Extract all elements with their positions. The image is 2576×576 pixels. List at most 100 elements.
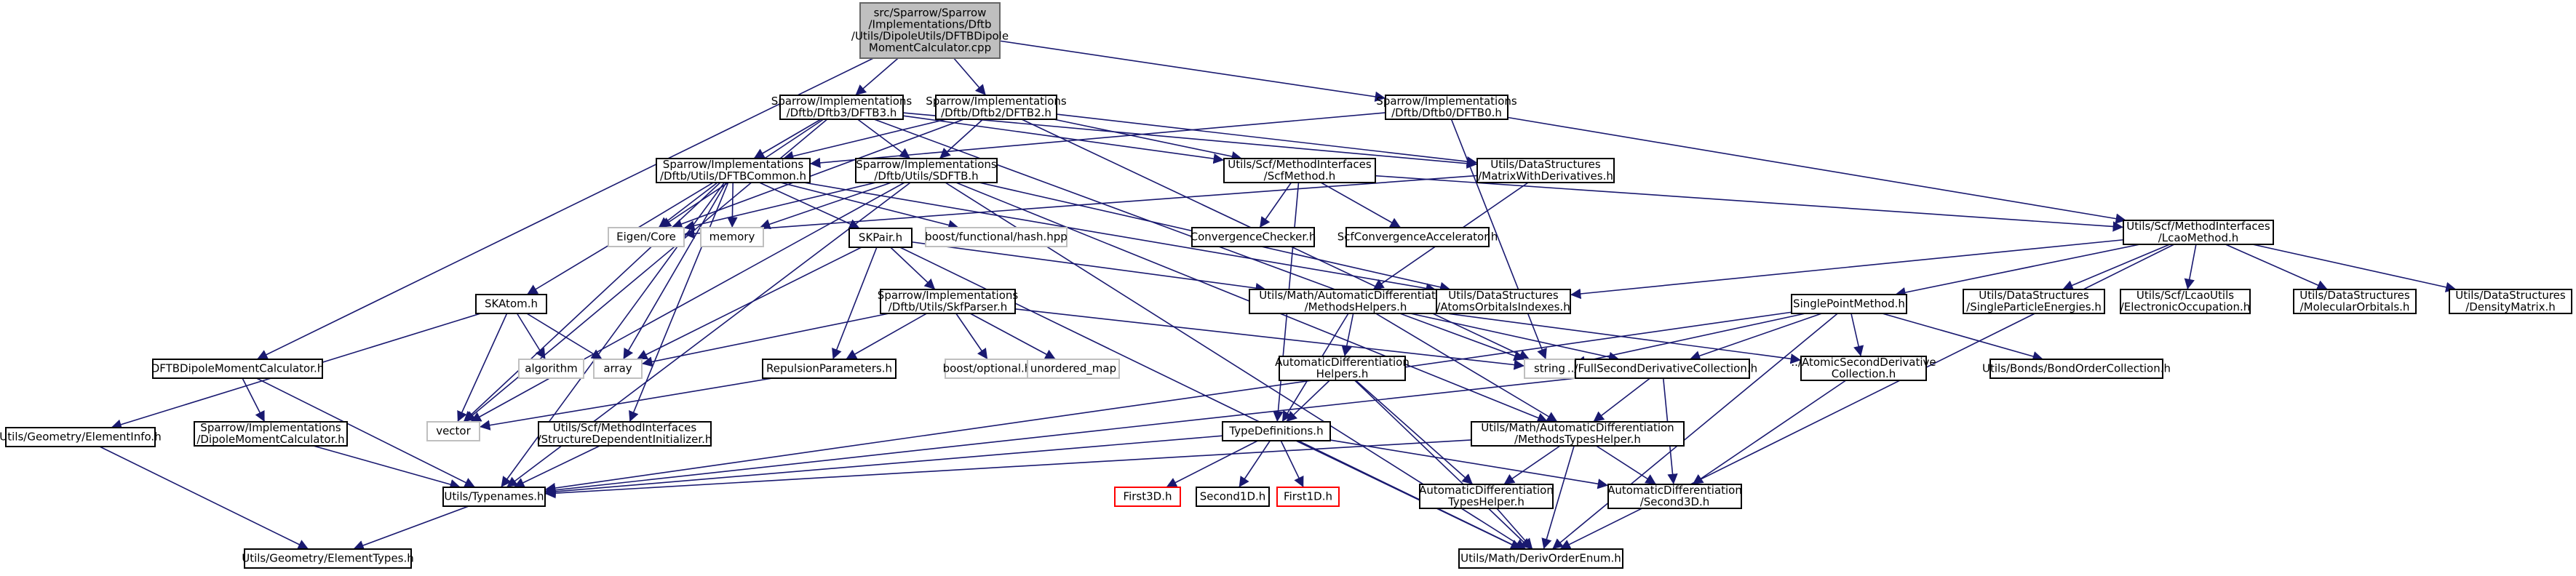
node-dftb3[interactable]: Sparrow/Implementations/Dftb/Dftb3/DFTB3… xyxy=(771,95,913,120)
node-repulsion[interactable]: RepulsionParameters.h xyxy=(762,359,897,379)
node-box xyxy=(2449,289,2572,314)
node-optional[interactable]: boost/optional.hpp xyxy=(943,359,1046,379)
node-convcheck[interactable]: ConvergenceChecker.h xyxy=(1190,227,1316,247)
node-dftb0[interactable]: Sparrow/Implementations/Dftb/Dftb0/DFTB0… xyxy=(1376,95,1517,120)
edge-lcao-to-densmat xyxy=(2252,244,2457,292)
node-bondorder[interactable]: Utils/Bonds/BondOrderCollection.h xyxy=(1982,359,2171,379)
node-label-line: /MethodsTypesHelper.h xyxy=(1514,433,1641,446)
edge-root-to-dftb0 xyxy=(999,40,1386,103)
node-methodhelpers[interactable]: Utils/Math/AutomaticDifferentiation/Meth… xyxy=(1249,289,1463,314)
node-skatom[interactable]: SKAtom.h xyxy=(475,294,547,314)
node-elementtypes[interactable]: Utils/Geometry/ElementTypes.h xyxy=(242,548,414,569)
edge-dftbcommon-to-aoindexes xyxy=(803,182,1437,294)
node-methodstypes[interactable]: Utils/Math/AutomaticDifferentiation/Meth… xyxy=(1471,421,1685,447)
node-implDipole[interactable]: Sparrow/Implementations/DipoleMomentCalc… xyxy=(194,421,348,447)
node-sdinit[interactable]: Utils/Scf/MethodInterfaces/StructureDepe… xyxy=(538,421,712,447)
edge-skpair-to-skfparser xyxy=(890,247,936,290)
node-label-line: /Utils/DipoleUtils/DFTBDipole xyxy=(851,30,1009,43)
edge-repulsion-to-vector xyxy=(479,377,773,431)
node-elocc[interactable]: Utils/Scf/LcaoUtils/ElectronicOccupation… xyxy=(2120,289,2251,314)
edge-dftbcommon-to-eigen xyxy=(658,182,718,228)
edge-singlepoint-to-atomicsecond xyxy=(1850,313,1864,357)
node-string[interactable]: string xyxy=(1524,359,1575,379)
node-skpair[interactable]: SKPair.h xyxy=(848,228,913,248)
node-molorb[interactable]: Utils/DataStructures/MolecularOrbitals.h xyxy=(2293,289,2417,314)
edge-root-to-dipolecalc xyxy=(256,57,874,360)
node-spe[interactable]: Utils/DataStructures/SingleParticleEnerg… xyxy=(1963,289,2105,314)
edge-adhelpers-to-typedefs xyxy=(1286,380,1330,423)
node-skfparser[interactable]: Sparrow/Implementations/Dftb/Utils/SkfPa… xyxy=(878,289,1019,314)
node-scfconv[interactable]: ScfConvergenceAccelerator.h xyxy=(1337,227,1498,247)
node-label-line: ConvergenceChecker.h xyxy=(1190,231,1316,244)
node-dftbcommon[interactable]: Sparrow/Implementations/Dftb/Utils/DFTBC… xyxy=(656,158,811,183)
node-fullsecond[interactable]: ../FullSecondDerivativeCollection.h xyxy=(1567,359,1757,379)
node-second1d[interactable]: Second1D.h xyxy=(1196,487,1270,507)
node-box xyxy=(935,95,1057,120)
node-label-line: /AtomsOrbitalsIndexes.h xyxy=(1436,300,1570,313)
edge-singlepoint-to-fullsecond xyxy=(1689,313,1822,361)
node-densmat[interactable]: Utils/DataStructures/DensityMatrix.h xyxy=(2449,289,2572,314)
edge-dipolecalc-to-typenames xyxy=(256,377,476,488)
node-label-line: /StructureDependentInitializer.h xyxy=(538,433,712,446)
edge-atomicsecond-to-second3d xyxy=(1692,380,1847,485)
node-box xyxy=(2120,289,2251,314)
node-memory[interactable]: memory xyxy=(700,227,764,247)
node-label-line: /DipoleMomentCalculator.h xyxy=(196,433,344,446)
node-derivorder[interactable]: Utils/Math/DerivOrderEnum.h xyxy=(1458,548,1623,569)
edge-methodstypes-to-adtypes xyxy=(1503,445,1561,485)
edge-skpair-to-array xyxy=(636,247,862,360)
node-dftb2[interactable]: Sparrow/Implementations/Dftb/Dftb2/DFTB2… xyxy=(926,95,1067,120)
node-box xyxy=(475,294,547,314)
node-box xyxy=(1345,227,1490,247)
node-matrixwd[interactable]: Utils/DataStructures/MatrixWithDerivativ… xyxy=(1476,158,1615,183)
edge-dftb3-to-matrixwd xyxy=(902,112,1478,169)
node-lcao[interactable]: Utils/Scf/MethodInterfaces/LcaoMethod.h xyxy=(2123,220,2274,245)
node-first3d[interactable]: First3D.h xyxy=(1114,487,1181,507)
edge-methodhelpers-to-fullsecond xyxy=(1410,313,1620,362)
node-eigen[interactable]: Eigen/Core xyxy=(608,227,685,247)
node-label-line: TypesHelper.h xyxy=(1447,495,1524,508)
node-box xyxy=(2293,289,2417,314)
node-second3d[interactable]: AutomaticDifferentiation/Second3D.h xyxy=(1607,484,1742,509)
node-label-line: Utils/Scf/MethodInterfaces xyxy=(1228,158,1372,171)
node-label-line: Sparrow/Implementations xyxy=(200,421,341,434)
edge-skfparser-to-array xyxy=(641,313,889,367)
edge-methodstypes-to-typenames xyxy=(544,439,1472,499)
edge-dftbcommon-to-skpair xyxy=(759,182,860,229)
edge-fullsecond-to-methodstypes xyxy=(1592,377,1651,423)
node-scfmethod[interactable]: Utils/Scf/MethodInterfaces/ScfMethod.h xyxy=(1223,158,1376,183)
node-singlepoint[interactable]: SinglePointMethod.h xyxy=(1791,294,1907,314)
node-label-line: Utils/Scf/MethodInterfaces xyxy=(553,421,697,434)
node-label-line: /DensityMatrix.h xyxy=(2465,300,2556,313)
node-typenames[interactable]: Utils/Typenames.h xyxy=(442,487,546,507)
edge-dftb2-to-eigen xyxy=(671,119,964,229)
node-unordered[interactable]: unordered_map xyxy=(1027,359,1120,379)
node-first1d[interactable]: First1D.h xyxy=(1276,487,1340,507)
node-array[interactable]: array xyxy=(593,359,643,379)
node-box xyxy=(1276,487,1340,507)
node-dipolecalc[interactable]: DFTBDipoleMomentCalculator.h xyxy=(151,359,325,379)
edge-dftbcommon-to-vector xyxy=(463,182,721,423)
edge-matrixwd-to-eigen xyxy=(683,175,1478,239)
node-hash[interactable]: boost/functional/hash.hpp xyxy=(925,227,1068,247)
node-aoindexes[interactable]: Utils/DataStructures/AtomsOrbitalsIndexe… xyxy=(1436,289,1571,314)
node-box xyxy=(1989,359,2163,379)
edge-lcao-to-spe xyxy=(2062,244,2171,291)
node-vector[interactable]: vector xyxy=(426,421,480,441)
node-algorithm[interactable]: algorithm xyxy=(518,359,584,379)
node-box xyxy=(855,158,998,183)
node-box xyxy=(1575,359,1750,379)
node-sdftb[interactable]: Sparrow/Implementations/Dftb/Utils/SDFTB… xyxy=(855,158,998,183)
node-box xyxy=(1471,421,1685,447)
node-elementinfo[interactable]: Utils/Geometry/ElementInfo.h xyxy=(0,427,162,447)
node-label-line: /LcaoMethod.h xyxy=(2158,231,2239,244)
node-typedefs[interactable]: TypeDefinitions.h xyxy=(1222,421,1331,441)
node-box xyxy=(762,359,897,379)
node-box xyxy=(1476,158,1615,183)
node-root[interactable]: src/Sparrow/Sparrow/Implementations/Dftb… xyxy=(851,2,1009,59)
edge-dftbcommon-to-array xyxy=(622,182,727,360)
node-box xyxy=(442,487,546,507)
